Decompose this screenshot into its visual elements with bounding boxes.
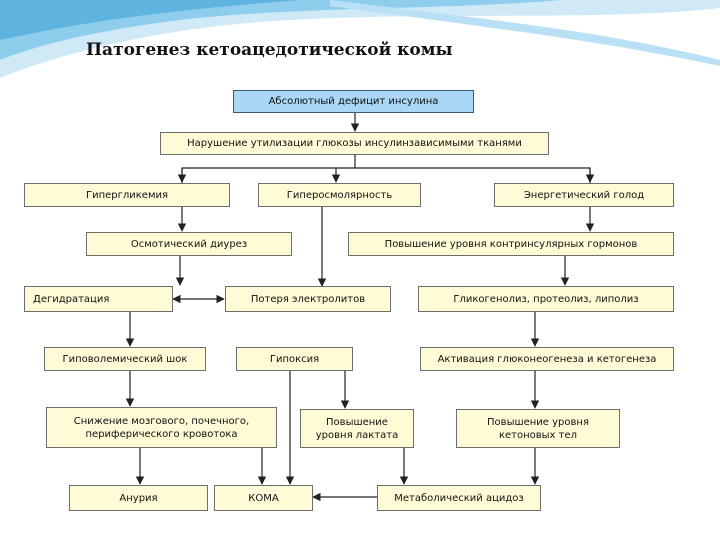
node-electrolyte-loss: Потеря электролитов bbox=[225, 286, 391, 312]
node-glycogenolysis-proteolysis-lipolysis: Гликогенолиз, протеолиз, липолиз bbox=[418, 286, 674, 312]
node-hypovolemic-shock: Гиповолемический шок bbox=[44, 347, 206, 371]
node-hyperosmolarity: Гиперосмолярность bbox=[258, 183, 421, 207]
node-glucose-utilization-disorder: Нарушение утилизации глюкозы инсулинзави… bbox=[160, 132, 549, 155]
node-counterinsular-hormones: Повышение уровня контринсулярных гормоно… bbox=[348, 232, 674, 256]
node-reduced-blood-flow: Снижение мозгового, почечного, периферич… bbox=[46, 407, 277, 448]
node-dehydration: Дегидратация bbox=[24, 286, 173, 312]
node-lactate-increase: Повышение уровня лактата bbox=[300, 409, 414, 448]
node-anuria: Анурия bbox=[69, 485, 208, 511]
node-energy-hunger: Энергетический голод bbox=[494, 183, 674, 207]
node-hypoxia: Гипоксия bbox=[236, 347, 353, 371]
node-metabolic-acidosis: Метаболический ацидоз bbox=[377, 485, 541, 511]
bracket-utilization bbox=[182, 168, 590, 183]
node-absolute-insulin-deficiency: Абсолютный дефицит инсулина bbox=[233, 90, 474, 113]
node-osmotic-diuresis: Осмотический диурез bbox=[86, 232, 292, 256]
node-hyperglycemia: Гипергликемия bbox=[24, 183, 230, 207]
node-ketone-bodies-increase: Повышение уровня кетоновых тел bbox=[456, 409, 620, 448]
node-coma: КОМА bbox=[214, 485, 313, 511]
node-gluconeogenesis-ketogenesis-activation: Активация глюконеогенеза и кетогенеза bbox=[420, 347, 674, 371]
